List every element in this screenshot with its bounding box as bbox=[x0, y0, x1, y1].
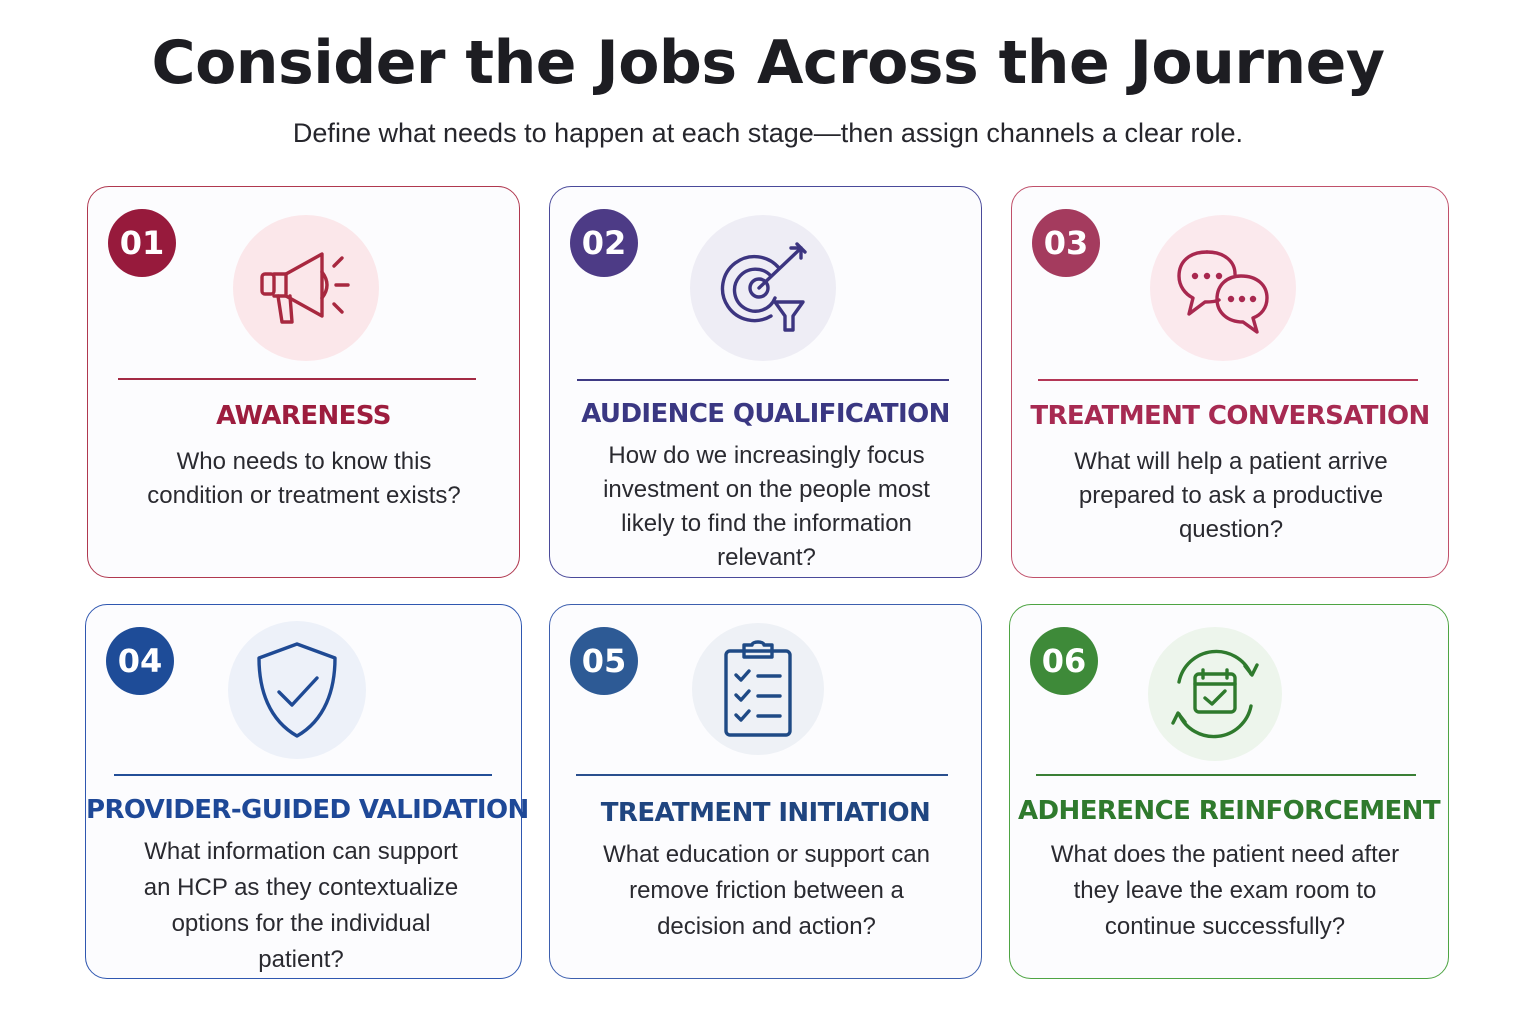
stage-question: What education or support can remove fri… bbox=[603, 841, 930, 940]
stage-card-adherence-reinforcement: 06 ADHERENCE REINFORCEMENT What does the… bbox=[1009, 604, 1449, 979]
calendar-refresh-icon bbox=[1171, 649, 1259, 739]
stage-number-badge: 01 bbox=[108, 209, 176, 277]
stage-question: How do we increasingly focus investment … bbox=[603, 442, 930, 571]
stage-number-badge: 02 bbox=[570, 209, 638, 277]
stage-title: AWARENESS bbox=[216, 401, 391, 431]
section-divider bbox=[118, 378, 476, 380]
stage-number-badge: 03 bbox=[1032, 209, 1100, 277]
stage-question: What will help a patient arrive prepared… bbox=[1074, 448, 1388, 543]
section-divider bbox=[577, 379, 949, 381]
icon-circle bbox=[233, 215, 379, 361]
stage-number-badge: 06 bbox=[1030, 627, 1098, 695]
icon-circle bbox=[228, 621, 366, 759]
page-subtitle: Define what needs to happen at each stag… bbox=[292, 118, 1244, 148]
icon-circle bbox=[692, 623, 824, 755]
stage-title: TREATMENT INITIATION bbox=[600, 798, 931, 828]
stage-question: What does the patient need after they le… bbox=[1050, 841, 1400, 940]
icon-circle bbox=[1148, 627, 1282, 761]
stage-card-treatment-conversation: 03 TREATMENT CONVERSATION What will help… bbox=[1011, 186, 1449, 578]
stage-card-provider-guided-validation: 04 PROVIDER-GUIDED VALIDATION What infor… bbox=[85, 604, 529, 979]
stage-title: AUDIENCE QUALIFICATION bbox=[581, 399, 950, 429]
stage-title: PROVIDER-GUIDED VALIDATION bbox=[86, 795, 529, 825]
clipboard-checklist-icon bbox=[724, 640, 792, 737]
stage-card-awareness: 01 AWARENESS Who needs to know this cond… bbox=[87, 186, 520, 578]
target-funnel-icon bbox=[720, 242, 807, 332]
icon-circle bbox=[1150, 215, 1296, 361]
stage-card-treatment-initiation: 05 TREATMENT INITIATION What education o… bbox=[549, 604, 982, 979]
section-divider bbox=[114, 774, 492, 776]
stage-question: What information can support an HCP as t… bbox=[143, 838, 459, 973]
stage-title: TREATMENT CONVERSATION bbox=[1030, 401, 1430, 431]
section-divider bbox=[1038, 379, 1418, 381]
shield-check-icon bbox=[257, 642, 337, 738]
megaphone-icon bbox=[260, 252, 350, 324]
icon-circle bbox=[690, 215, 836, 361]
section-divider bbox=[1036, 774, 1416, 776]
page-title: Consider the Jobs Across the Journey bbox=[151, 28, 1385, 98]
stage-card-audience-qualification: 02 AUDIENCE QUALIFICATION How do we incr… bbox=[549, 186, 982, 578]
chat-bubbles-icon bbox=[1177, 250, 1269, 334]
stage-question: Who needs to know this condition or trea… bbox=[147, 448, 461, 509]
stage-number-badge: 05 bbox=[570, 627, 638, 695]
section-divider bbox=[576, 774, 948, 776]
stage-title: ADHERENCE REINFORCEMENT bbox=[1018, 796, 1441, 826]
stage-number-badge: 04 bbox=[106, 627, 174, 695]
